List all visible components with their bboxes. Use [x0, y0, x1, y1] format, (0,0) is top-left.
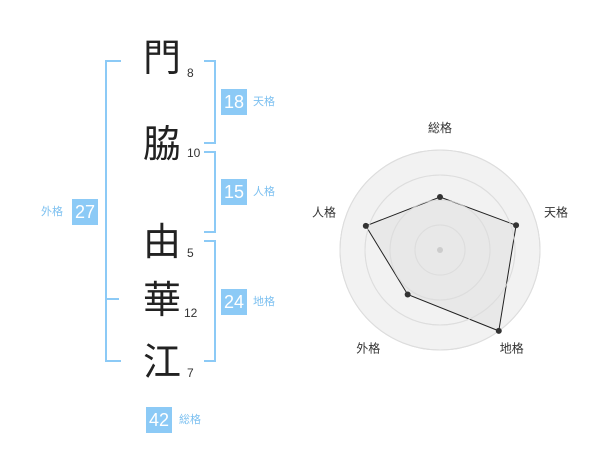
- name-char-3: 由: [143, 220, 182, 264]
- radar-point-4: [404, 291, 411, 298]
- name-char-4: 華: [143, 278, 182, 322]
- chikaku-value-badge: 24: [221, 289, 247, 315]
- radar-axis-label-1: 総格: [428, 120, 452, 135]
- chikaku-label: 地格: [253, 295, 275, 308]
- soukaku-label: 総格: [179, 413, 201, 426]
- radar-point-5: [362, 222, 369, 229]
- stroke-count-3: 5: [187, 246, 194, 260]
- radar-axis-label-4: 外格: [356, 341, 380, 356]
- radar-point-2: [513, 222, 520, 229]
- radar-series-polygon: [365, 196, 517, 332]
- stroke-count-4: 12: [184, 306, 198, 320]
- jinkaku-value-badge: 15: [221, 179, 247, 205]
- name-char-5: 江: [143, 340, 182, 384]
- gaikaku-bracket-inner-tick: [105, 298, 119, 300]
- stroke-count-2: 10: [187, 146, 201, 160]
- radar-point-1: [437, 194, 443, 200]
- tenkaku-bracket: [204, 60, 216, 144]
- chikaku-bracket: [204, 240, 216, 362]
- radar-axis-label-3: 地格: [500, 341, 524, 356]
- radar-axis-label-2: 天格: [544, 204, 568, 219]
- tenkaku-label: 天格: [253, 95, 275, 108]
- stroke-count-5: 7: [187, 366, 194, 380]
- stroke-count-1: 8: [187, 66, 194, 80]
- radar-grid-ring-1: [414, 224, 466, 276]
- radar-grid-ring-3: [364, 174, 516, 326]
- name-char-1: 門: [143, 36, 182, 80]
- gaikaku-label: 外格: [41, 205, 63, 218]
- soukaku-value-badge: 42: [146, 407, 172, 433]
- radar-point-3: [495, 327, 502, 334]
- name-char-2: 脇: [143, 122, 182, 166]
- radar-axis-label-5: 人格: [312, 204, 336, 219]
- tenkaku-value-badge: 18: [221, 89, 247, 115]
- gaikaku-value-badge: 27: [72, 199, 98, 225]
- radar-center-dot: [437, 247, 443, 253]
- gaikaku-bracket: [105, 60, 121, 362]
- jinkaku-bracket: [204, 151, 216, 233]
- radar-grid-ring-4: [339, 149, 541, 351]
- jinkaku-label: 人格: [253, 185, 275, 198]
